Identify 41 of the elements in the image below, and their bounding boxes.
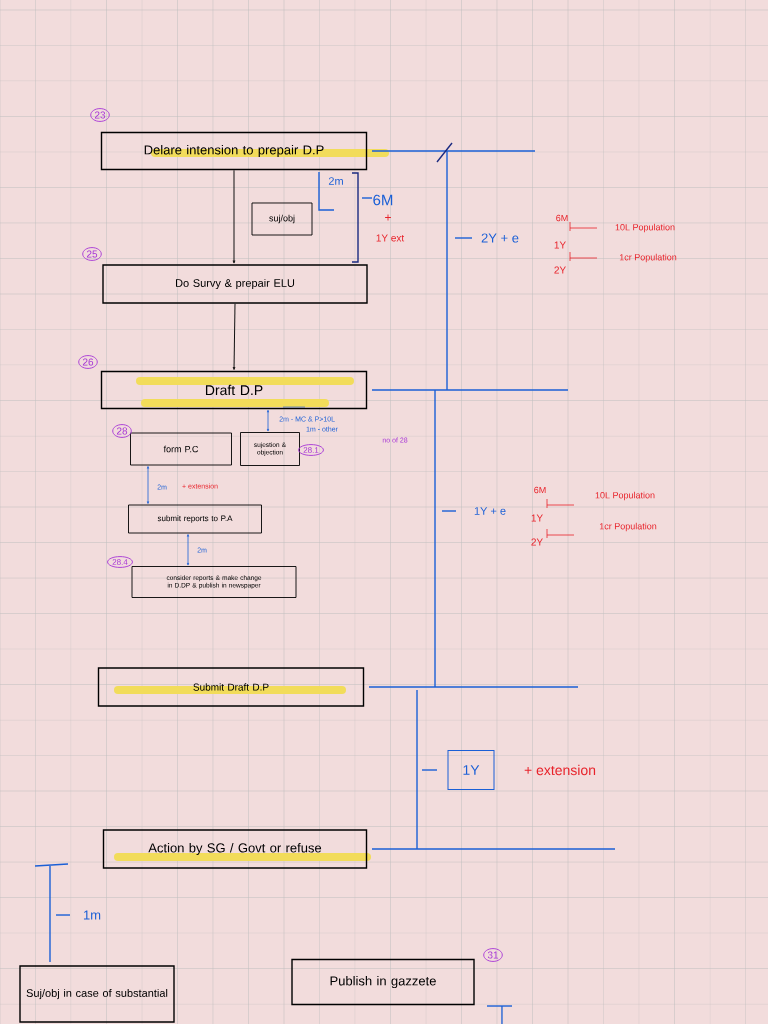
note-text: + [385,214,391,221]
note-text: 2Y [554,266,566,274]
process-box: suj/obj [251,202,313,236]
note-text: 6M [534,486,546,494]
arrow [232,303,236,371]
note-text: 1m [83,910,101,920]
process-box: Delare intension to prepair D.P [100,131,368,171]
note-text: 1Y [554,241,566,249]
note-text: 2Y + e [481,233,519,243]
note-text: 1cr Population [599,522,657,532]
note-text: 6M [556,214,568,222]
process-box: Action by SG / Govt or refuse [102,829,368,869]
note-text: 2m [328,177,343,185]
note-text: 6M [373,194,393,206]
arrow [266,409,270,432]
note-text: 1Y ext [376,234,405,242]
process-box: 1Y [447,750,495,790]
step-number: 28 [112,424,132,438]
process-box: Do Survy & prepair ELU [102,264,368,304]
arrow [232,169,236,264]
note-text: 2Y [531,538,543,546]
process-box: Submit Draft D.P [97,667,365,707]
process-box: submit reports to P.A [128,504,262,534]
step-number: 26 [78,355,98,369]
step-number: 25 [82,247,102,261]
note-text: 1Y + e [474,507,506,515]
step-number: 31 [483,948,503,962]
step-number: 28.4 [107,556,133,568]
process-box: Draft D.P [100,370,368,410]
note-text: 1cr Population [619,253,677,263]
arrow [186,534,190,566]
process-box: Suj/obj in case of substantial [19,965,175,1023]
step-number: 23 [90,108,110,122]
step-number: 28.1 [298,444,324,456]
process-box: form P.C [130,432,232,466]
arrow [146,466,150,504]
note-text: + extension [524,764,596,776]
note-text: 10L Population [615,223,675,233]
note-text: 10L Population [595,491,655,501]
note-text: 1Y [531,514,543,522]
process-box: Publish in gazzete [291,958,475,1006]
